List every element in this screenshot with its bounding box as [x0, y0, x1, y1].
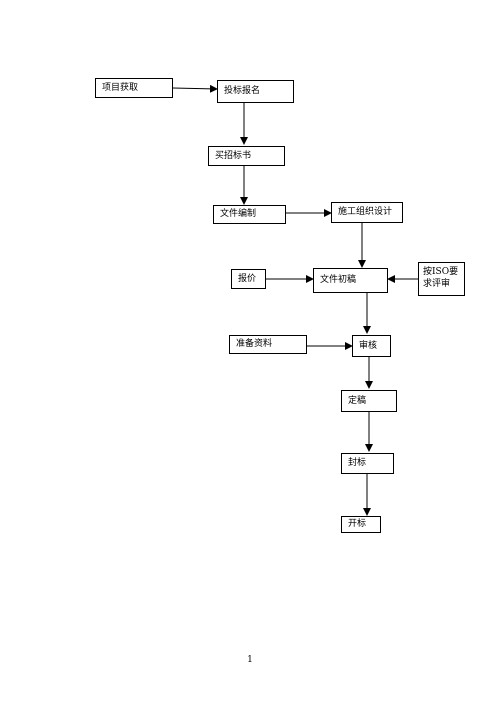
page-number: 1 — [247, 655, 253, 665]
node-document-draft: 文件初稿 — [313, 268, 388, 293]
node-buy-tender-docs: 买招标书 — [208, 146, 285, 166]
node-iso-review: 按ISO要求评审 — [418, 262, 465, 296]
arrow-acquisition-to-registration — [172, 84, 218, 93]
node-bid-opening: 开标 — [341, 516, 381, 533]
node-construction-design: 施工组织设计 — [331, 202, 403, 223]
node-bid-registration: 投标报名 — [217, 80, 294, 103]
node-seal: 封标 — [341, 453, 394, 474]
node-finalize: 定稿 — [341, 390, 397, 412]
node-prepare-materials: 准备资料 — [229, 335, 307, 354]
node-quotation: 报价 — [231, 269, 266, 289]
node-document-preparation: 文件编制 — [213, 205, 286, 224]
node-audit: 审核 — [352, 335, 391, 357]
node-project-acquisition: 项目获取 — [95, 78, 173, 98]
